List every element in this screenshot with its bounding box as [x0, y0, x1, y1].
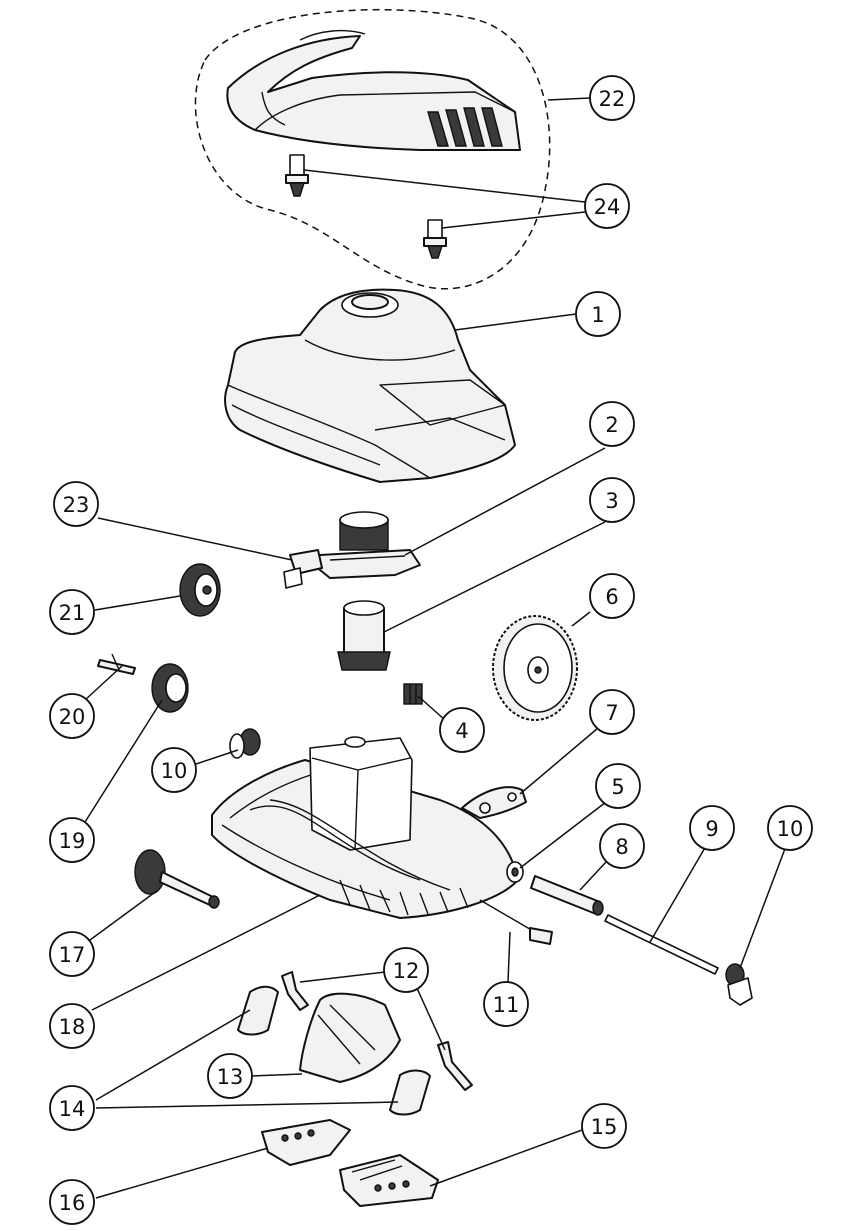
top-housing-1: [224, 288, 516, 483]
center-flap-13: [299, 992, 401, 1083]
callout-label: 3: [605, 489, 618, 513]
callout-15: 15: [581, 1103, 627, 1149]
callout-label: 20: [59, 705, 86, 729]
callout-20: 20: [49, 693, 95, 739]
callout-17: 17: [49, 931, 95, 977]
callout-label: 16: [59, 1191, 86, 1215]
callout-label: 17: [59, 943, 86, 967]
callout-label: 9: [705, 817, 718, 841]
clip-7: [461, 786, 527, 819]
rod-11: [479, 899, 553, 945]
wheel-cap-10-upper: [229, 728, 261, 759]
callout-16: 16: [49, 1179, 95, 1225]
foot-pad-15: [339, 1154, 439, 1207]
callout-10-lower: 10: [767, 805, 813, 851]
foot-pad-16: [261, 1119, 351, 1166]
axle-9: [604, 914, 719, 975]
callout-label: 1: [591, 303, 604, 327]
callout-2: 2: [589, 401, 635, 447]
spring-clip-12: [281, 971, 473, 1091]
callout-21: 21: [49, 589, 95, 635]
callout-label: 4: [455, 719, 468, 743]
side-flap-14: [237, 985, 431, 1116]
callout-label: 2: [605, 413, 618, 437]
callout-9: 9: [689, 805, 735, 851]
callout-5: 5: [595, 763, 641, 809]
large-gear-6: [492, 615, 578, 721]
callout-label: 13: [217, 1065, 244, 1089]
bushing-8: [530, 875, 604, 916]
callout-3: 3: [589, 477, 635, 523]
wheel-cap-10-lower: [725, 963, 753, 1006]
callout-18: 18: [49, 1003, 95, 1049]
cover-23: [226, 29, 521, 151]
callout-label: 12: [393, 959, 420, 983]
subassembly-boundary: [194, 8, 551, 290]
callout-23: 22: [589, 75, 635, 121]
motor-mount-2: [314, 511, 421, 579]
callout-label: 10: [777, 817, 804, 841]
callout-19: 19: [49, 817, 95, 863]
callout-14: 14: [49, 1085, 95, 1131]
base-chassis-18: [211, 736, 519, 919]
callout-label: 23: [63, 493, 90, 517]
axle-gear-17: [134, 849, 220, 909]
idler-gear-19: [151, 663, 189, 713]
callout-label: 15: [591, 1115, 618, 1139]
callout-11: 11: [483, 981, 529, 1027]
callout-label: 14: [59, 1097, 86, 1121]
callout-4: 4: [439, 707, 485, 753]
callout-label: 6: [605, 585, 618, 609]
cover-vent-slots: [427, 107, 503, 147]
callout-22: 23: [53, 481, 99, 527]
callout-label: 8: [615, 835, 628, 859]
callout-label: 7: [605, 701, 618, 725]
callout-label: 5: [611, 775, 624, 799]
callout-24: 24: [584, 183, 630, 229]
callout-label: 18: [59, 1015, 86, 1039]
callout-label: 24: [594, 195, 621, 219]
callout-1: 1: [575, 291, 621, 337]
wheel-21: [179, 563, 221, 617]
callout-7: 7: [589, 689, 635, 735]
callout-6: 6: [589, 573, 635, 619]
callout-label: 22: [599, 87, 626, 111]
callout-label: 10: [161, 759, 188, 783]
callout-8: 8: [599, 823, 645, 869]
leader-lines: [79, 97, 787, 1199]
callout-12: 12: [383, 947, 429, 993]
callout-13: 13: [207, 1053, 253, 1099]
callout-label: 19: [59, 829, 86, 853]
callout-10-upper: 10: [151, 747, 197, 793]
switch-22: [283, 549, 323, 589]
spacer-5: [506, 861, 524, 883]
callout-label: 21: [59, 601, 86, 625]
coupling-4: [403, 683, 423, 705]
fastener-24: [285, 154, 447, 259]
callout-label: 11: [493, 993, 520, 1017]
drive-gear-3: [337, 600, 391, 671]
